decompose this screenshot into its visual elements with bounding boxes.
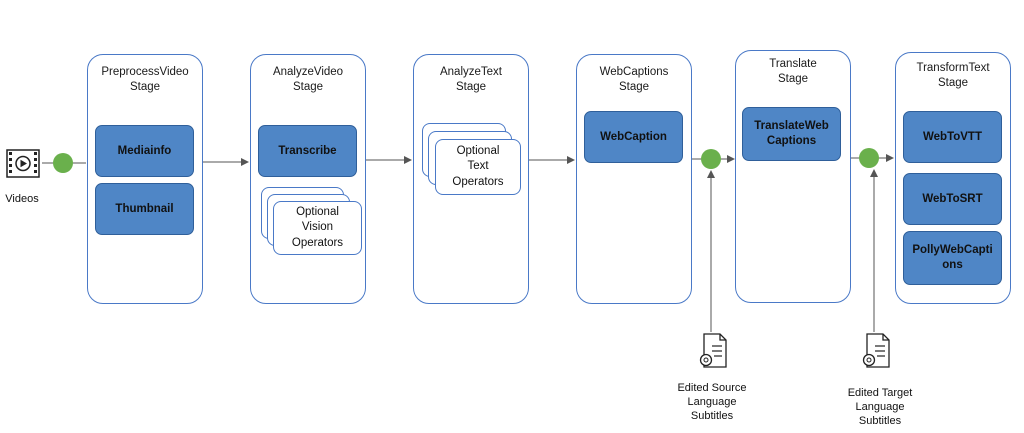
- stage-analyze-video: AnalyzeVideo Stage Transcribe Optional V…: [250, 54, 366, 304]
- document-gear-icon: [862, 333, 890, 368]
- stage-web-captions: WebCaptions Stage WebCaption: [576, 54, 692, 304]
- stage-title: WebCaptions Stage: [599, 66, 669, 93]
- optional-vision-operators[interactable]: Optional Vision Operators: [273, 201, 362, 255]
- stage-preprocess-video: PreprocessVideo Stage Mediainfo Thumbnai…: [87, 54, 203, 304]
- connector-dot: [53, 153, 73, 173]
- operator-web-to-srt[interactable]: WebToSRT: [903, 173, 1002, 225]
- operator-mediainfo[interactable]: Mediainfo: [95, 125, 194, 177]
- connector-dot-target-edit: [859, 148, 879, 168]
- stage-title: PreprocessVideo Stage: [101, 66, 189, 93]
- stage-title: AnalyzeVideo Stage: [272, 66, 344, 93]
- stage-analyze-text: AnalyzeText Stage Optional Text Operator…: [413, 54, 529, 304]
- operator-polly-web-captions[interactable]: PollyWebCapti ons: [903, 231, 1002, 285]
- stage-title: AnalyzeText Stage: [439, 66, 502, 93]
- operator-translate-web-captions[interactable]: TranslateWeb Captions: [742, 107, 841, 161]
- operator-web-to-vtt[interactable]: WebToVTT: [903, 111, 1002, 163]
- stage-transform-text: TransformText Stage WebToVTT WebToSRT Po…: [895, 52, 1011, 304]
- operator-transcribe[interactable]: Transcribe: [258, 125, 357, 177]
- operator-thumbnail[interactable]: Thumbnail: [95, 183, 194, 235]
- connector-dot-source-edit: [701, 149, 721, 169]
- stage-title: Translate Stage: [769, 58, 817, 85]
- operator-webcaption[interactable]: WebCaption: [584, 111, 683, 163]
- stage-title: TransformText Stage: [916, 62, 990, 89]
- stage-translate: Translate Stage TranslateWeb Captions: [735, 50, 851, 303]
- video-file-icon: [6, 149, 40, 178]
- videos-label: Videos: [5, 193, 39, 205]
- edited-target-subtitles-label: Edited Target Language Subtitles: [847, 387, 913, 427]
- optional-text-operators[interactable]: Optional Text Operators: [435, 139, 521, 195]
- document-gear-icon: [699, 333, 727, 368]
- edited-source-subtitles-label: Edited Source Language Subtitles: [677, 382, 747, 422]
